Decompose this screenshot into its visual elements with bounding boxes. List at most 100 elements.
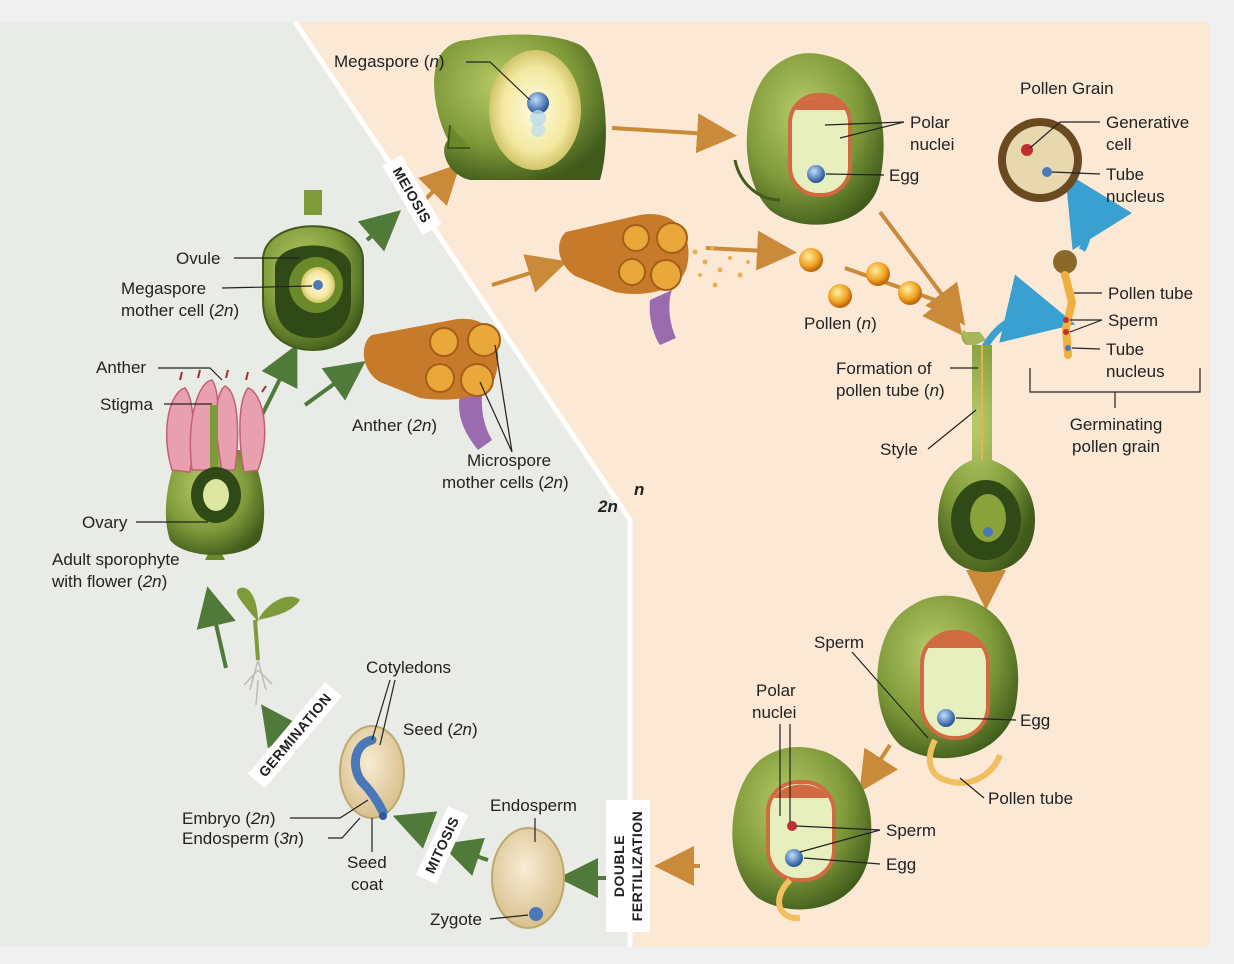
label-tube-nucleus-top-1: Tube: [1106, 165, 1144, 184]
arrow-megaspore-ovule: [611, 113, 737, 154]
leader-pollen-tube-mid: [959, 777, 985, 799]
label-generative-cell-1: Generative: [1106, 113, 1189, 132]
label-germinating-1: Germinating: [1070, 415, 1163, 434]
label-megaspore: Megaspore (n): [334, 52, 445, 71]
label-sperm-mid: Sperm: [814, 633, 864, 652]
svg-text:FERTILIZATION: FERTILIZATION: [629, 811, 645, 921]
anther-pollen-illustration: [559, 214, 750, 345]
leader-style: [927, 409, 977, 450]
label-tube-nucleus-top-2: nucleus: [1106, 187, 1165, 206]
arrow-to-anther: [491, 254, 568, 293]
leader-megaspore-mother-cell: [221, 285, 313, 289]
arrow-germinating-blue: [978, 274, 1076, 354]
megaspore-ovule: [434, 34, 606, 180]
label-pollen: Pollen (n): [804, 314, 877, 333]
svg-text:DOUBLE: DOUBLE: [611, 835, 627, 897]
arrow-ovule-meiosis: [357, 210, 402, 252]
pollen-grain-detail: [998, 118, 1082, 202]
seed-illustration: [339, 725, 405, 820]
leader-egg-bottom: [803, 857, 881, 865]
label-anther-2n: Anther (2n): [352, 416, 437, 435]
label-sperm-bottom: Sperm: [886, 821, 936, 840]
arrow-ovule-stigma: [878, 210, 966, 326]
label-egg-mid: Egg: [1020, 711, 1050, 730]
anther-2n-illustration: [363, 318, 501, 450]
stage-label-double-fertilization: DOUBLE FERTILIZATION: [606, 800, 650, 932]
leader-egg-mid: [955, 717, 1017, 721]
label-polar-nuclei-bottom-1: Polar: [756, 681, 796, 700]
zygote-seed-illustration: [491, 827, 565, 929]
label-pollen-tube-right: Pollen tube: [1108, 284, 1193, 303]
label-seed-coat-1: Seed: [347, 853, 387, 872]
fertilization-ovule: [877, 595, 1019, 786]
leader-cotyledons: [371, 679, 396, 746]
label-adult-sporophyte-1: Adult sporophyte: [52, 550, 180, 569]
leader-endosperm-3n: [328, 817, 361, 839]
leader-tube-nucleus-right: [1071, 347, 1101, 350]
leader-sperm-bottom: [795, 825, 881, 853]
leader-embryo: [290, 799, 369, 819]
germinating-pollen: [1053, 250, 1077, 359]
label-generative-cell-2: cell: [1106, 135, 1132, 154]
label-endosperm-3n: Endosperm (3n): [182, 829, 304, 848]
label-ovule: Ovule: [176, 249, 220, 268]
label-anther-flower: Anther: [96, 358, 146, 377]
mature-ovule-top: [733, 53, 884, 225]
label-ovary: Ovary: [82, 513, 128, 532]
label-formation-pollen-tube-1: Formation of: [836, 359, 932, 378]
leader-tube-nucleus-top: [1051, 171, 1101, 175]
label-sperm-right: Sperm: [1108, 311, 1158, 330]
leader-anther-flower: [158, 367, 223, 381]
label-microspore-mother-cells-1: Microspore: [467, 451, 551, 470]
arrow-flower-ovule: [260, 344, 298, 416]
label-seed: Seed (2n): [403, 720, 478, 739]
arrow-zygote-mitosis: [440, 837, 489, 876]
leader-zygote: [489, 914, 529, 920]
diploid-region-label: 2n: [597, 497, 618, 516]
label-tube-nucleus-right-2: nucleus: [1106, 362, 1165, 381]
ovule-illustration: [262, 190, 364, 352]
arrow-seedling-flower: [196, 586, 236, 669]
label-tube-nucleus-right-1: Tube: [1106, 340, 1144, 359]
label-polar-nuclei-bottom-2: nuclei: [752, 703, 796, 722]
arrow-mitosis-seed: [392, 811, 438, 849]
leader-sperm-right: [1069, 319, 1103, 333]
flower-illustration: [165, 369, 267, 560]
leader-generative-cell: [1029, 121, 1100, 149]
leader-sperm-mid: [851, 651, 929, 739]
label-germinating-2: pollen grain: [1072, 437, 1160, 456]
pistil-illustration: [938, 330, 1035, 572]
bracket-germinating: [1029, 368, 1201, 408]
label-style: Style: [880, 440, 918, 459]
label-adult-sporophyte-2: with flower (2n): [51, 572, 167, 591]
label-formation-pollen-tube-2: pollen tube (n): [836, 381, 945, 400]
cycle-arrows: [196, 113, 1132, 898]
pollen-grains: [799, 248, 922, 308]
leader-polar-nuclei-bottom: [779, 724, 791, 822]
leader-polar-nuclei-top: [824, 121, 905, 139]
arrow-to-double-fert: [859, 743, 899, 793]
label-megaspore-mother-cell-1: Megaspore: [121, 279, 206, 298]
label-egg-bottom: Egg: [886, 855, 916, 874]
label-pollen-tube-mid: Pollen tube: [988, 789, 1073, 808]
haploid-region-label: n: [634, 480, 644, 499]
label-cotyledons: Cotyledons: [366, 658, 451, 677]
label-embryo: Embryo (2n): [182, 809, 276, 828]
arrow-anther-pollen: [705, 230, 797, 271]
label-stigma: Stigma: [100, 395, 153, 414]
label-polar-nuclei-top-1: Polar: [910, 113, 950, 132]
label-pollen-grain-title: Pollen Grain: [1020, 79, 1114, 98]
leader-megaspore: [466, 61, 531, 101]
seedling-illustration: [236, 587, 300, 706]
label-seed-coat-2: coat: [351, 875, 383, 894]
label-microspore-mother-cells-2: mother cells (2n): [442, 473, 569, 492]
label-egg-top: Egg: [889, 166, 919, 185]
label-endosperm: Endosperm: [490, 796, 577, 815]
label-polar-nuclei-top-2: nuclei: [910, 135, 954, 154]
label-zygote: Zygote: [430, 910, 482, 929]
double-fertilization-ovule: [732, 747, 872, 922]
label-megaspore-mother-cell-2: mother cell (2n): [121, 301, 239, 320]
leader-egg-top: [825, 173, 885, 176]
